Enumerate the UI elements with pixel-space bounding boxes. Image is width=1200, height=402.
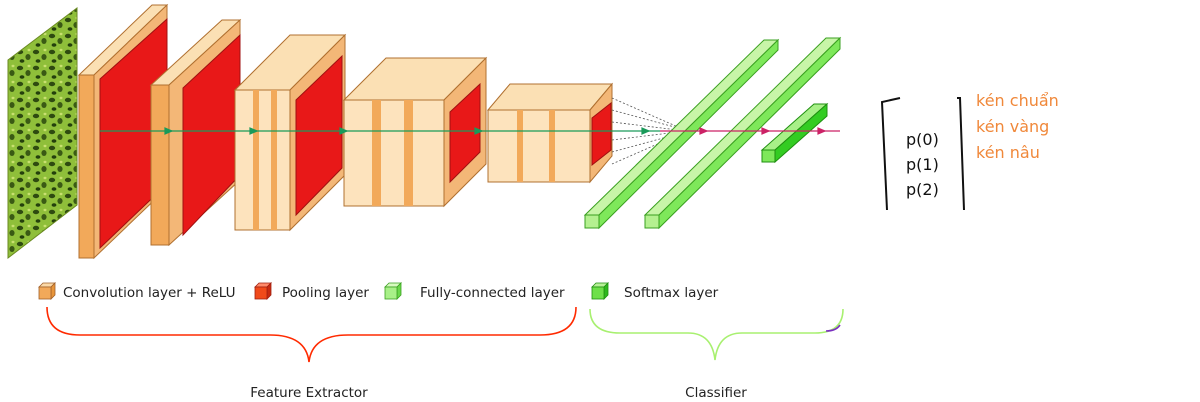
class-label-1: kén vàng [976, 117, 1049, 136]
legend-swatch-fc [384, 286, 398, 300]
prob-2: p(2) [906, 180, 939, 199]
legend-swatch-conv [38, 286, 52, 300]
legend-label-conv: Convolution layer + ReLU [63, 285, 236, 301]
legend-item-fc: Fully-connected layer [384, 282, 565, 301]
prob-1: p(1) [906, 155, 939, 174]
legend-label-softmax: Softmax layer [624, 285, 719, 301]
legend-item-conv: Convolution layer + ReLU [38, 282, 236, 301]
classifier-label: Classifier [685, 385, 747, 401]
conv-block-5 [486, 82, 614, 184]
conv-block-3 [233, 33, 347, 232]
class-label-2: kén nâu [976, 143, 1040, 162]
legend-item-pool: Pooling layer [254, 282, 369, 301]
legend: Convolution layer + ReLU Pooling layer F… [38, 282, 719, 301]
left-bracket [880, 97, 901, 211]
feature-extractor-label: Feature Extractor [250, 385, 368, 401]
feature-extractor-brace: Feature Extractor [46, 306, 577, 401]
legend-swatch-pool [254, 286, 268, 300]
class-label-0: kén chuẩn [976, 91, 1059, 110]
class-labels: kén chuẩn kén vàng kén nâu [976, 91, 1059, 162]
fc-arrows [660, 127, 840, 135]
conv-block-2 [149, 18, 242, 247]
flow-arrows [100, 127, 660, 135]
legend-swatch-softmax [591, 286, 605, 300]
conv-block-4 [342, 56, 488, 208]
legend-label-pool: Pooling layer [282, 285, 369, 301]
prob-0: p(0) [906, 130, 939, 149]
right-bracket [957, 97, 965, 211]
fc-layer-1 [583, 38, 780, 230]
legend-label-fc: Fully-connected layer [420, 285, 565, 301]
input-image [7, 6, 78, 260]
softmax-layer [760, 102, 829, 164]
fc-layer-2 [643, 36, 842, 230]
classifier-brace: Classifier [589, 308, 844, 401]
output-vector: p(0) p(1) p(2) [880, 97, 965, 211]
legend-item-softmax: Softmax layer [591, 282, 719, 301]
